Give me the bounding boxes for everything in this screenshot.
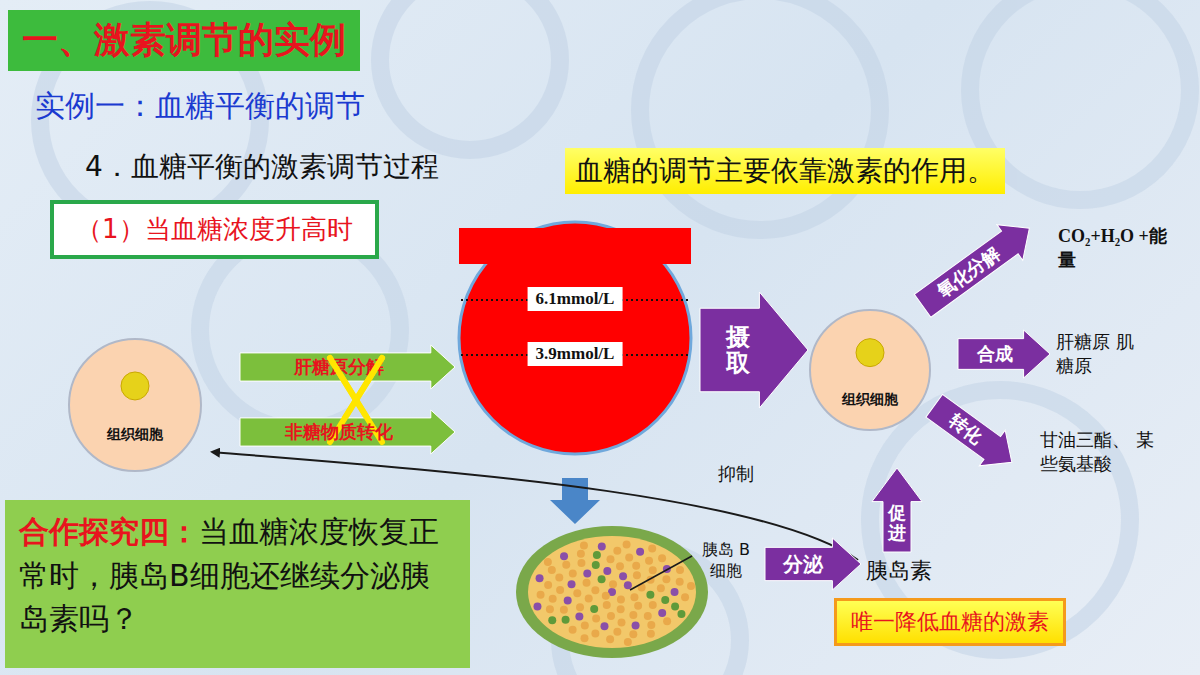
- node-text: 分泌: [783, 551, 823, 578]
- node-text: 血糖的调节主要依靠激素的作用。: [575, 154, 995, 187]
- note-box: 血糖的调节主要依靠激素的作用。: [565, 148, 1005, 194]
- promote-arrow: 促进: [872, 468, 922, 552]
- blood-glucose-circle: 6.1mmol/L 3.9mmol/L: [457, 220, 693, 456]
- tissue-cell: 组织细胞: [808, 308, 932, 432]
- cell-outline: [67, 337, 203, 473]
- uptake-arrow: 摄取: [700, 292, 808, 408]
- text-label: 抑制: [718, 462, 754, 486]
- text-label: 肝糖原 肌糖原: [1056, 330, 1146, 378]
- tissue-cell: 组织细胞: [67, 337, 203, 473]
- node-text: 摄取: [726, 324, 750, 377]
- process-arrow: 合成: [958, 330, 1050, 378]
- text-label: 实例一：血糖平衡的调节: [35, 86, 365, 127]
- node-text: 促进: [888, 503, 906, 543]
- process-arrow: 非糖物质转化: [240, 410, 455, 454]
- text-label: 胰岛素: [866, 556, 932, 586]
- title-banner: 一、激素调节的实例: [8, 10, 360, 71]
- node-text: 组织细胞: [842, 391, 898, 409]
- note-box: 唯一降低血糖的激素: [834, 598, 1066, 646]
- text-label: CO₂+H₂O +能量: [1058, 224, 1178, 272]
- question-box: 合作探究四：当血糖浓度恢复正常时，胰岛B细胞还继续分泌胰岛素吗？: [5, 500, 470, 668]
- text-label: 4．血糖平衡的激素调节过程: [85, 148, 439, 186]
- condition-box: （1）当血糖浓度升高时: [50, 200, 379, 259]
- text-label: 胰岛 B细胞: [694, 540, 758, 582]
- blood-circle: [457, 220, 693, 456]
- node-text: 非糖物质转化: [285, 420, 393, 444]
- node-text: 氧化分解: [933, 241, 1005, 303]
- node-text: 6.1mmol/L: [528, 287, 623, 311]
- arrow-shape: [700, 292, 808, 408]
- node-text: 3.9mmol/L: [528, 342, 623, 366]
- process-arrow: 氧化分解: [910, 210, 1043, 323]
- node-text: （1）当血糖浓度升高时: [76, 214, 353, 244]
- node-text: 合成: [977, 342, 1013, 366]
- node-text: 组织细胞: [107, 426, 163, 444]
- cell-outline: [808, 308, 932, 432]
- secretion-arrow: 分泌: [765, 538, 861, 590]
- node-text: 合作探究四：: [19, 514, 199, 549]
- text-label: 甘油三酯、 某些氨基酸: [1040, 428, 1170, 476]
- node-text: 唯一降低血糖的激素: [851, 609, 1049, 634]
- islet-picture: [516, 526, 708, 658]
- leader-line: [630, 556, 692, 590]
